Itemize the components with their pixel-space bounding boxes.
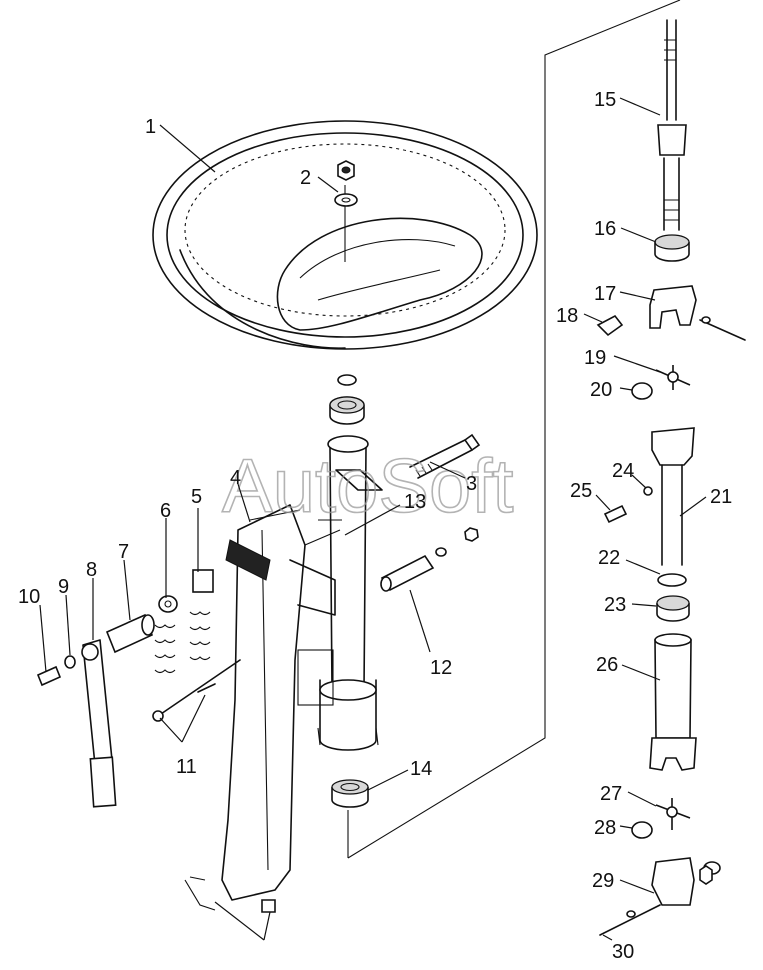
callout-24: 24: [612, 460, 634, 482]
callout-1: 1: [145, 116, 156, 138]
callout-28: 28: [594, 817, 616, 839]
callout-2: 2: [300, 167, 311, 189]
callout-25: 25: [570, 480, 592, 502]
steering-wheel: [152, 120, 538, 350]
callout-4: 4: [230, 467, 241, 489]
spider-cross-19: [655, 365, 691, 390]
callout-30: 30: [612, 941, 634, 963]
callout-18: 18: [556, 305, 578, 327]
callout-15: 15: [594, 89, 616, 111]
watermark-text: AutoSoft: [222, 444, 514, 529]
bearing-16: [654, 234, 690, 262]
springs-and-bushings: [105, 569, 214, 674]
callout-17: 17: [594, 283, 616, 305]
callout-3: 3: [466, 473, 477, 495]
pin-24-and-fitting-25: [603, 486, 653, 524]
yoke-17: [649, 285, 746, 341]
callout-12: 12: [430, 657, 452, 679]
callout-19: 19: [584, 347, 606, 369]
spacer-and-nuts: [380, 527, 479, 592]
callout-labels: 1 2 3 4 5 6 7 8 9 10 11 12 13 14 15 16 1…: [18, 89, 732, 963]
callout-29: 29: [592, 870, 614, 892]
seal-22-and-bearing-23: [656, 573, 690, 622]
callout-20: 20: [590, 379, 612, 401]
leader-lines: [39, 97, 707, 941]
yoke-29-and-bolt-30: [599, 857, 721, 936]
assembly-boundary-lines: [347, 0, 681, 859]
callout-13: 13: [404, 491, 426, 513]
grease-fitting-18: [596, 314, 624, 337]
callout-23: 23: [604, 594, 626, 616]
callout-16: 16: [594, 218, 616, 240]
callout-5: 5: [191, 486, 202, 508]
callout-6: 6: [160, 500, 171, 522]
lever-bolt-and-washer: [36, 655, 76, 687]
callout-27: 27: [600, 783, 622, 805]
callout-9: 9: [58, 576, 69, 598]
yoke-shaft-21: [651, 427, 695, 566]
callout-26: 26: [596, 654, 618, 676]
callout-7: 7: [118, 541, 129, 563]
steering-shaft: [657, 19, 687, 231]
cap-20: [631, 382, 653, 400]
callout-10: 10: [18, 586, 40, 608]
bolt-3: [409, 433, 481, 479]
nut-and-washer: [334, 160, 358, 207]
spider-27-and-cap-28: [631, 798, 691, 839]
callout-22: 22: [598, 547, 620, 569]
callout-21: 21: [710, 486, 732, 508]
lever-handle: [81, 639, 117, 808]
lower-bearing: [331, 779, 369, 808]
pedal-support-bracket: [184, 504, 342, 911]
callout-11: 11: [176, 756, 197, 778]
column-top-washer: [329, 374, 365, 425]
lower-shaft-26: [649, 633, 697, 771]
callout-14: 14: [410, 758, 432, 780]
callout-8: 8: [86, 559, 97, 581]
mount-bolts: [152, 659, 276, 913]
